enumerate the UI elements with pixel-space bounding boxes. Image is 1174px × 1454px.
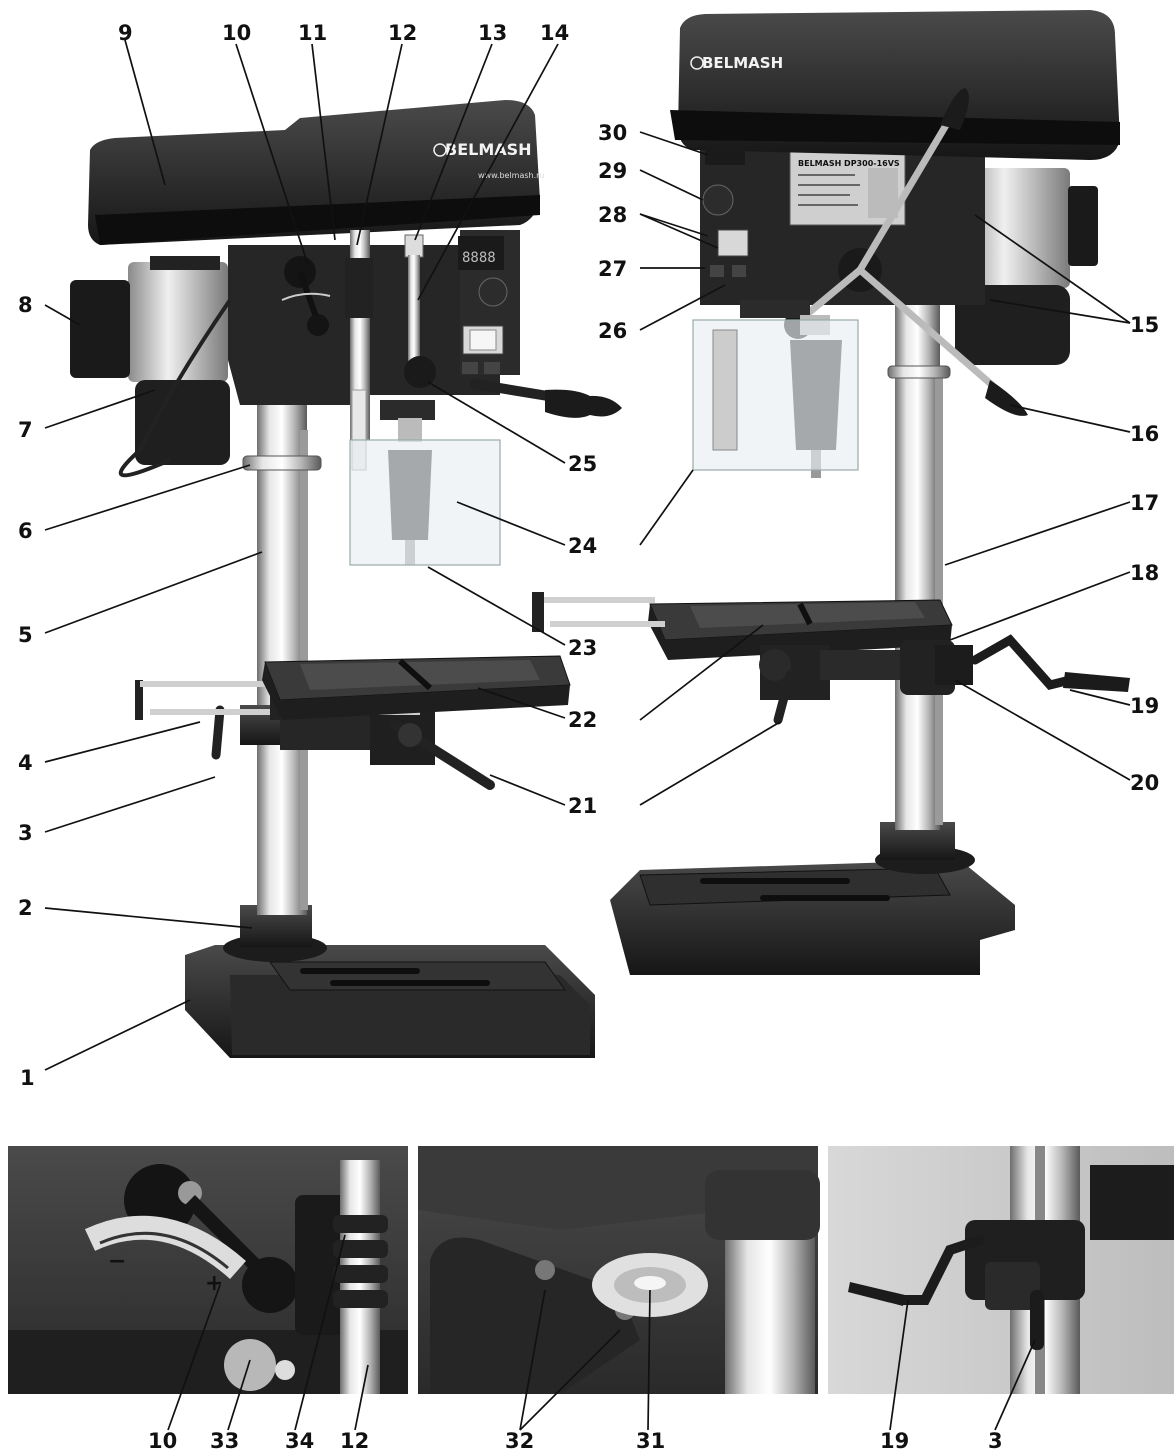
detail-panel-speed-dial: − +: [8, 1146, 408, 1394]
callout-1: 1: [20, 1066, 35, 1090]
callout-19: 19: [1130, 694, 1159, 718]
detail-callout-12: 12: [340, 1429, 369, 1453]
callout-13: 13: [478, 21, 507, 45]
detail-callout-3: 3: [988, 1429, 1003, 1453]
callout-labels: 1 2 3 4 5 6 7 8 9 10 11 12 13 14 15 16 1…: [18, 21, 1159, 1453]
callout-11: 11: [298, 21, 327, 45]
callout-15: 15: [1130, 313, 1159, 337]
callout-26: 26: [598, 319, 627, 343]
detail-panel-table-crank: [828, 1146, 1174, 1394]
detail-panel-column-base: [418, 1146, 820, 1394]
brand-logo-text: BELMASH: [445, 140, 532, 159]
leader-lines: [44, 39, 1131, 1431]
callout-28: 28: [598, 203, 627, 227]
display-readout: 8888: [462, 250, 496, 266]
drill-press-rear: BELMASH DP300-16VS BELMASH: [532, 10, 1130, 975]
callout-2: 2: [18, 896, 33, 920]
callout-29: 29: [598, 159, 627, 183]
callout-23: 23: [568, 636, 597, 660]
detail-callout-10: 10: [148, 1429, 177, 1453]
callout-7: 7: [18, 418, 33, 442]
callout-8: 8: [18, 293, 33, 317]
brand-logo-text-rear: BELMASH: [702, 54, 783, 72]
callout-21: 21: [568, 794, 597, 818]
callout-25: 25: [568, 452, 597, 476]
callout-17: 17: [1130, 491, 1159, 515]
callout-18: 18: [1130, 561, 1159, 585]
callout-12: 12: [388, 21, 417, 45]
callout-20: 20: [1130, 771, 1159, 795]
detail-callout-32: 32: [505, 1429, 534, 1453]
detail-callout-19: 19: [880, 1429, 909, 1453]
callout-4: 4: [18, 751, 33, 775]
callout-9: 9: [118, 21, 133, 45]
callout-22: 22: [568, 708, 597, 732]
detail-callout-34: 34: [285, 1429, 314, 1453]
brand-site-text: www.belmash.ru: [478, 171, 545, 180]
callout-6: 6: [18, 519, 33, 543]
callout-10: 10: [222, 21, 251, 45]
detail-callout-33: 33: [210, 1429, 239, 1453]
callout-14: 14: [540, 21, 569, 45]
callout-27: 27: [598, 257, 627, 281]
dial-minus-sign: −: [108, 1249, 126, 1274]
drill-press-front: BELMASH www.belmash.ru 8888: [70, 100, 622, 1058]
callout-30: 30: [598, 121, 627, 145]
callout-5: 5: [18, 623, 33, 647]
detail-callout-31: 31: [636, 1429, 665, 1453]
dial-plus-sign: +: [205, 1271, 223, 1296]
callout-24: 24: [568, 534, 597, 558]
callout-16: 16: [1130, 422, 1159, 446]
callout-3: 3: [18, 821, 33, 845]
nameplate-title: BELMASH DP300-16VS: [798, 159, 900, 168]
